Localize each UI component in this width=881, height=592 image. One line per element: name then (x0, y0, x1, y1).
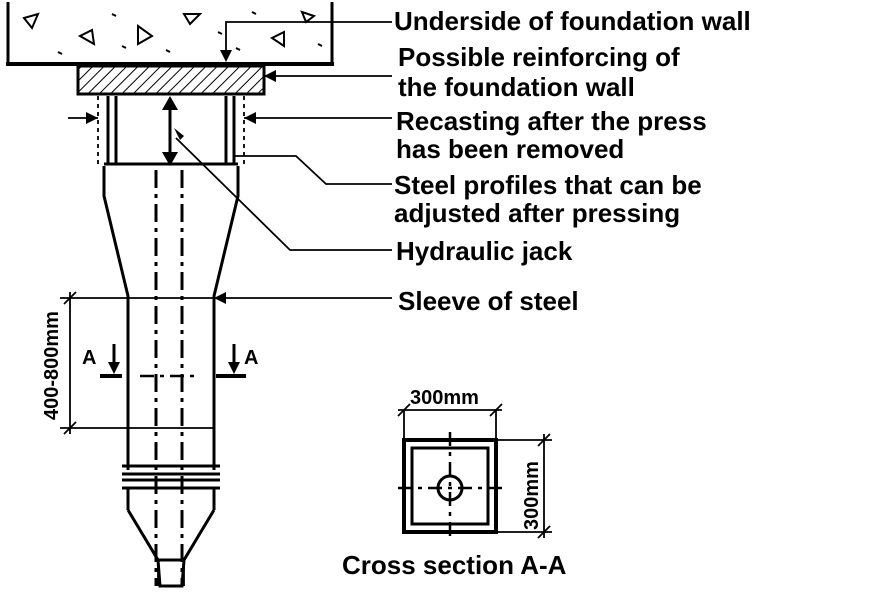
label-reinforcing-2: the foundation wall (398, 72, 635, 102)
pile-body (60, 166, 246, 588)
svg-text:A: A (82, 347, 96, 369)
label-recasting-1: Recasting after the press (396, 106, 707, 136)
concrete-aggregate-marks (22, 10, 323, 55)
sleeve-length-dimension: 400-800mm (41, 291, 77, 435)
sleeve-length-label: 400-800mm (41, 311, 63, 420)
label-hydraulic-jack: Hydraulic jack (396, 236, 573, 266)
cross-section: 300mm 300mm Cross section A-A (342, 387, 567, 580)
cross-section-caption: Cross section A-A (342, 550, 567, 580)
label-steel-profiles-1: Steel profiles that can be (394, 170, 702, 200)
leader-lines (68, 21, 392, 304)
label-underside: Underside of foundation wall (394, 6, 751, 36)
section-height-label: 300mm (521, 461, 543, 530)
svg-text:A: A (244, 347, 258, 369)
label-recasting-2: has been removed (396, 134, 624, 164)
label-sleeve: Sleeve of steel (398, 286, 579, 316)
label-steel-profiles-2: adjusted after pressing (394, 198, 680, 228)
reinforcing-plate (76, 64, 266, 96)
label-reinforcing-1: Possible reinforcing of (398, 42, 680, 72)
hydraulic-jack-arrow (162, 96, 178, 166)
foundation-wall (6, 2, 334, 66)
callout-labels: Underside of foundation wall Possible re… (394, 6, 751, 316)
section-marker-right: A (228, 344, 258, 374)
section-marker-left: A (82, 344, 120, 374)
section-width-label: 300mm (410, 387, 479, 409)
